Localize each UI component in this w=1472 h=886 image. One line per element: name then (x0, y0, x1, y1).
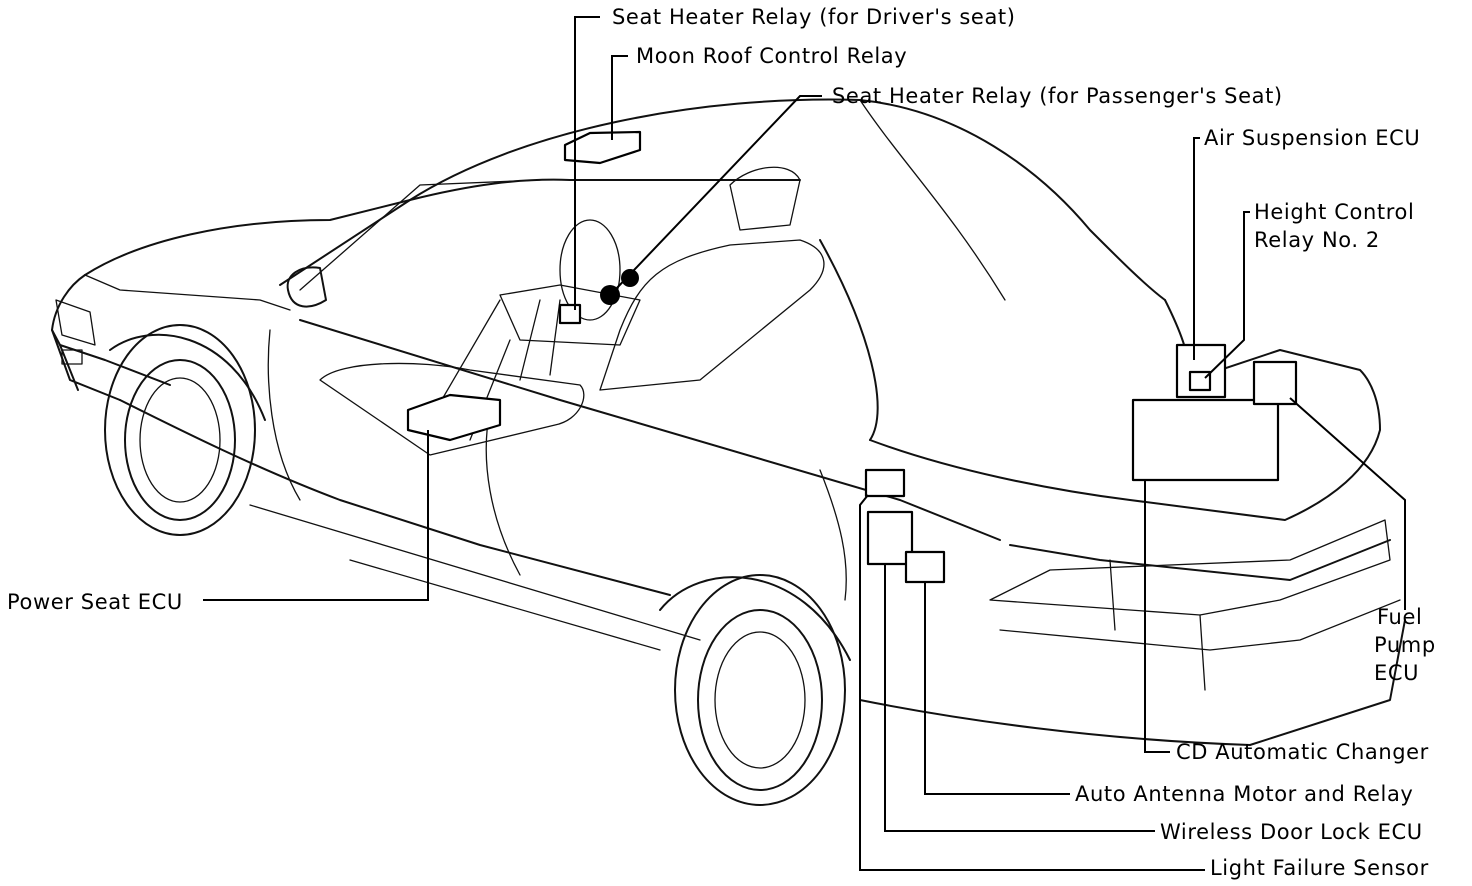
trunk-lid (869, 349, 1381, 521)
label-light-failure-sensor: Light Failure Sensor (1210, 856, 1429, 880)
height-control-relay-box (1188, 370, 1212, 392)
tail-light (989, 519, 1391, 616)
label-power-seat-ecu: Power Seat ECU (7, 590, 183, 614)
leader-power-seat (203, 430, 429, 601)
rocker-panel (249, 504, 701, 651)
cd-automatic-changer-box (1131, 398, 1280, 482)
front-seat (319, 362, 585, 456)
auto-antenna-box (904, 550, 946, 584)
label-wireless-door-lock-ecu: Wireless Door Lock ECU (1160, 820, 1423, 844)
leader-light-failure (859, 494, 1205, 871)
light-failure-sensor-box (864, 468, 906, 498)
door-line-rear (819, 469, 847, 601)
label-fuel-pump-line2: Pump (1374, 633, 1436, 657)
roof-outline (409, 98, 1166, 301)
headlight (55, 299, 96, 346)
front-wheel (104, 324, 266, 536)
wireless-door-lock-ecu-box (866, 510, 914, 566)
leader-fuel-pump (1289, 397, 1406, 610)
front-bumper (51, 329, 121, 401)
power-seat-ecu-box (406, 393, 502, 442)
windshield (279, 178, 801, 286)
steering-wheel (559, 219, 621, 321)
hood-outline (84, 199, 411, 276)
rear-bumper (859, 619, 1406, 746)
leader-height-control (1204, 211, 1250, 379)
label-air-suspension-ecu: Air Suspension ECU (1204, 126, 1421, 150)
label-auto-antenna-motor-relay: Auto Antenna Motor and Relay (1075, 782, 1414, 806)
leader-moon-roof (611, 55, 628, 140)
headrest (729, 166, 801, 231)
fuel-pump-ecu-box (1252, 360, 1298, 406)
label-cd-automatic-changer: CD Automatic Changer (1176, 740, 1429, 764)
leader-auto-antenna (924, 582, 1070, 795)
leader-cd-changer (1144, 480, 1170, 753)
rear-seat (599, 239, 825, 391)
rear-wheel (659, 574, 851, 806)
label-fuel-pump-line3: ECU (1374, 661, 1420, 685)
leader-air-suspension (1193, 137, 1200, 360)
door-line-front (267, 329, 301, 501)
leader-wireless-door (884, 564, 1155, 832)
moon-roof-control-relay-box (563, 130, 642, 165)
label-seat-heater-relay-driver: Seat Heater Relay (for Driver's seat) (612, 5, 1016, 29)
leader-seat-heater-passenger (614, 95, 822, 291)
label-height-control-line2: Relay No. 2 (1254, 228, 1380, 252)
side-mirror (286, 266, 327, 308)
label-moon-roof-control-relay: Moon Roof Control Relay (636, 44, 908, 68)
label-height-control-line1: Height Control (1254, 200, 1415, 224)
label-seat-heater-relay-passenger: Seat Heater Relay (for Passenger's Seat) (832, 84, 1283, 108)
label-fuel-pump-line1: Fuel (1377, 605, 1423, 629)
belt-line (299, 319, 1001, 541)
leader-seat-heater-driver (574, 16, 600, 310)
